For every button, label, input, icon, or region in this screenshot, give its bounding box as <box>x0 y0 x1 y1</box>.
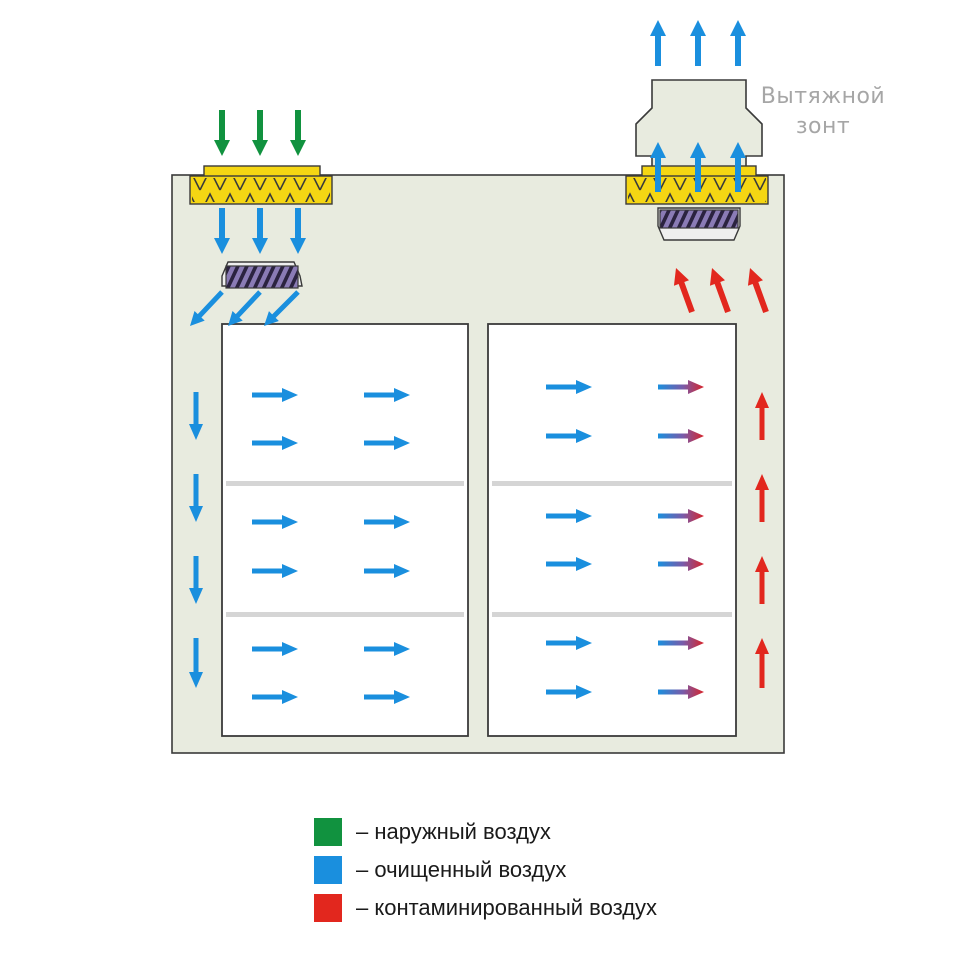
legend-label: – наружный воздух <box>356 819 551 844</box>
cleaned-air-arrow-icon <box>252 388 298 402</box>
contaminated-air-arrow-icon <box>709 268 731 314</box>
cleaned-air-arrow-icon <box>290 208 306 254</box>
cleaned-air-arrow-icon <box>364 436 410 450</box>
cleaned-air-arrow-icon <box>189 474 203 522</box>
cleaned-air-arrow-icon <box>364 564 410 578</box>
cleaned-air-arrow-icon <box>189 556 203 604</box>
cleaned-air-arrow-icon <box>546 509 592 523</box>
right-shelf-1 <box>492 481 732 486</box>
cleaned-air-arrow-icon <box>189 392 203 440</box>
contaminated-air-swatch-icon <box>314 894 342 922</box>
airflow-arrows <box>189 20 769 704</box>
cleaned-air-arrow-icon <box>546 557 592 571</box>
cleaned-air-arrow-icon <box>730 142 746 192</box>
contaminated-air-arrow-icon <box>755 638 769 688</box>
cleaned-air-arrow-icon <box>546 685 592 699</box>
outside-air-arrow-icon <box>252 110 268 156</box>
contaminated-air-arrow-icon <box>658 557 704 571</box>
cleaned-air-arrow-icon <box>364 388 410 402</box>
contaminated-air-arrow-icon <box>658 685 704 699</box>
right-storage-column <box>487 323 737 737</box>
cleaned-air-arrow-icon <box>546 429 592 443</box>
contaminated-air-arrow-icon <box>747 268 769 314</box>
contaminated-air-arrow-icon <box>658 636 704 650</box>
cleaned-air-arrow-icon <box>227 290 262 327</box>
hood-label-line1: Вытяжной <box>760 84 886 109</box>
legend-item-cleaned-air: – очищенный воздух <box>314 856 657 884</box>
exhaust-fan-icon <box>657 207 741 241</box>
contaminated-air-arrow-icon <box>755 474 769 522</box>
contaminated-air-arrow-icon <box>658 509 704 523</box>
cleaned-air-arrow-icon <box>650 20 666 66</box>
cleaned-air-arrow-icon <box>252 642 298 656</box>
cleaned-air-arrow-icon <box>546 380 592 394</box>
cleaned-air-arrow-icon <box>252 208 268 254</box>
legend-label: – очищенный воздух <box>356 857 567 882</box>
cleaned-air-arrow-icon <box>189 638 203 688</box>
contaminated-air-arrow-icon <box>658 429 704 443</box>
intake-filter <box>189 165 333 205</box>
cleaned-air-arrow-icon <box>263 290 300 327</box>
legend-item-outside-air: – наружный воздух <box>314 818 657 846</box>
cleaned-air-arrow-icon <box>214 208 230 254</box>
contaminated-air-arrow-icon <box>658 380 704 394</box>
cleaned-air-arrow-icon <box>252 436 298 450</box>
intake-fan-icon <box>221 261 303 289</box>
legend: – наружный воздух – очищенный воздух – к… <box>314 818 657 932</box>
cleaned-air-arrow-icon <box>252 690 298 704</box>
exhaust-hood-label: Вытяжной зонт <box>758 82 888 142</box>
cleaned-air-arrow-icon <box>252 515 298 529</box>
contaminated-air-arrow-icon <box>673 268 695 314</box>
left-shelf-1 <box>226 481 464 486</box>
legend-item-contaminated-air: – контаминированный воздух <box>314 894 657 922</box>
contaminated-air-arrow-icon <box>755 392 769 440</box>
cleaned-air-arrow-icon <box>546 636 592 650</box>
cleaned-air-arrow-icon <box>364 642 410 656</box>
cleaned-air-arrow-icon <box>690 20 706 66</box>
cleaned-air-arrow-icon <box>189 290 224 327</box>
left-shelf-2 <box>226 612 464 617</box>
outside-air-arrow-icon <box>290 110 306 156</box>
cleaned-air-arrow-icon <box>650 142 666 192</box>
cleaned-air-arrow-icon <box>364 690 410 704</box>
legend-label: – контаминированный воздух <box>356 895 658 920</box>
cleaned-air-swatch-icon <box>314 856 342 884</box>
outside-air-arrow-icon <box>214 110 230 156</box>
hood-label-line2: зонт <box>795 114 851 139</box>
cleaned-air-arrow-icon <box>730 20 746 66</box>
cleaned-air-arrow-icon <box>690 142 706 192</box>
cleaned-air-arrow-icon <box>252 564 298 578</box>
contaminated-air-arrow-icon <box>755 556 769 604</box>
right-shelf-2 <box>492 612 732 617</box>
outside-air-swatch-icon <box>314 818 342 846</box>
cleaned-air-arrow-icon <box>364 515 410 529</box>
left-storage-column <box>221 323 469 737</box>
